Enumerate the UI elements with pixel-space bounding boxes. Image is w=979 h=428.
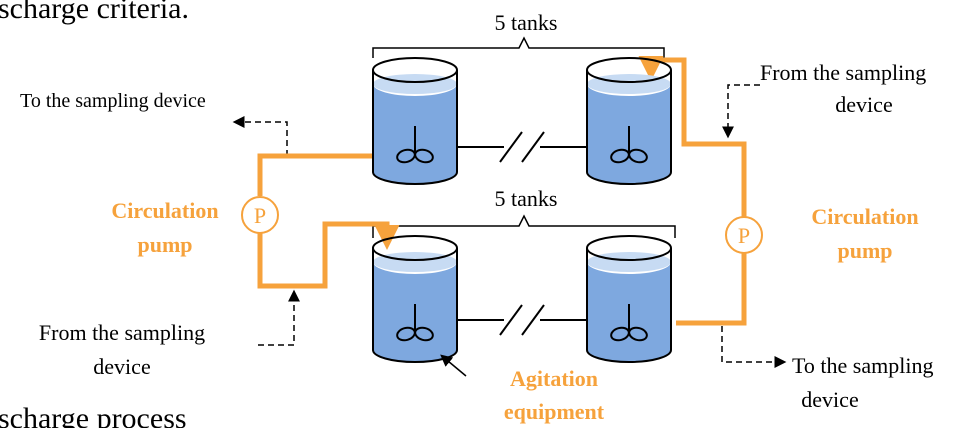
to-sampling-bottom-right-label-line2: device — [801, 387, 858, 412]
tank-water-surface — [587, 252, 671, 272]
tank-icon — [586, 248, 672, 363]
agitator-icon — [396, 304, 434, 342]
left-pump-symbol: P — [254, 203, 266, 228]
right-circulation-pipe — [651, 60, 747, 326]
agitation-pointer-arrow — [440, 354, 467, 377]
to-sampling-top-left-label: To the sampling device — [20, 90, 206, 112]
pump-icon — [241, 196, 279, 234]
tank-icon — [372, 248, 458, 363]
tank-water-surface — [373, 252, 457, 272]
right-pump-label-line1: Circulation — [811, 204, 918, 229]
tank-rim — [586, 235, 672, 261]
tank-bottom-right — [586, 235, 672, 363]
footer-text-fragment: scharge process — [0, 402, 187, 428]
top-tanks-label: 5 tanks — [495, 10, 558, 35]
header-text-fragment: scharge criteria. — [0, 0, 189, 25]
tank-rim — [586, 57, 672, 83]
tank-top-left — [372, 57, 458, 185]
from-sampling-bottom-left-label-line1: From the sampling — [39, 320, 205, 345]
agitation-label-line1: Agitation — [510, 366, 598, 391]
tank-icon — [586, 70, 672, 185]
agitator-icon — [610, 126, 648, 164]
left-circulation-pipe — [257, 153, 387, 289]
tank-icon — [372, 70, 458, 185]
bottom-tanks-label: 5 tanks — [495, 186, 558, 211]
left-pump-label-line2: pump — [137, 232, 192, 257]
pump-icon — [725, 216, 763, 254]
to-sampling-bottom-right-label-line1: To the sampling — [792, 353, 933, 378]
left-pump: P — [241, 196, 279, 234]
tank-group — [372, 57, 672, 363]
top-tanks-brace — [372, 36, 665, 58]
tank-water-surface — [587, 74, 671, 94]
from-sampling-bottom-left-line — [258, 289, 300, 346]
to-sampling-bottom-right-line — [721, 326, 787, 368]
agitator-icon — [396, 126, 434, 164]
right-pump: P — [725, 216, 763, 254]
bottom-tanks-brace — [372, 214, 676, 238]
bottom-tank-connector — [456, 304, 588, 336]
tank-rim — [372, 57, 458, 83]
top-tank-connector — [456, 131, 588, 163]
from-sampling-top-right-label-line1: From the sampling — [760, 60, 926, 85]
from-sampling-top-right-line — [722, 84, 760, 139]
tank-rim — [372, 235, 458, 261]
right-pump-symbol: P — [738, 223, 750, 248]
to-sampling-top-left-line — [232, 116, 288, 156]
from-sampling-bottom-left-label-line2: device — [93, 354, 150, 379]
tank-bottom-left — [372, 235, 458, 363]
agitator-icon — [610, 304, 648, 342]
agitation-label-line2: equipment — [504, 399, 605, 424]
tank-water-surface — [373, 74, 457, 94]
right-pump-label-line2: pump — [837, 238, 892, 263]
from-sampling-top-right-label-line2: device — [835, 92, 892, 117]
tank-top-right — [586, 57, 672, 185]
left-pump-label-line1: Circulation — [111, 198, 218, 223]
